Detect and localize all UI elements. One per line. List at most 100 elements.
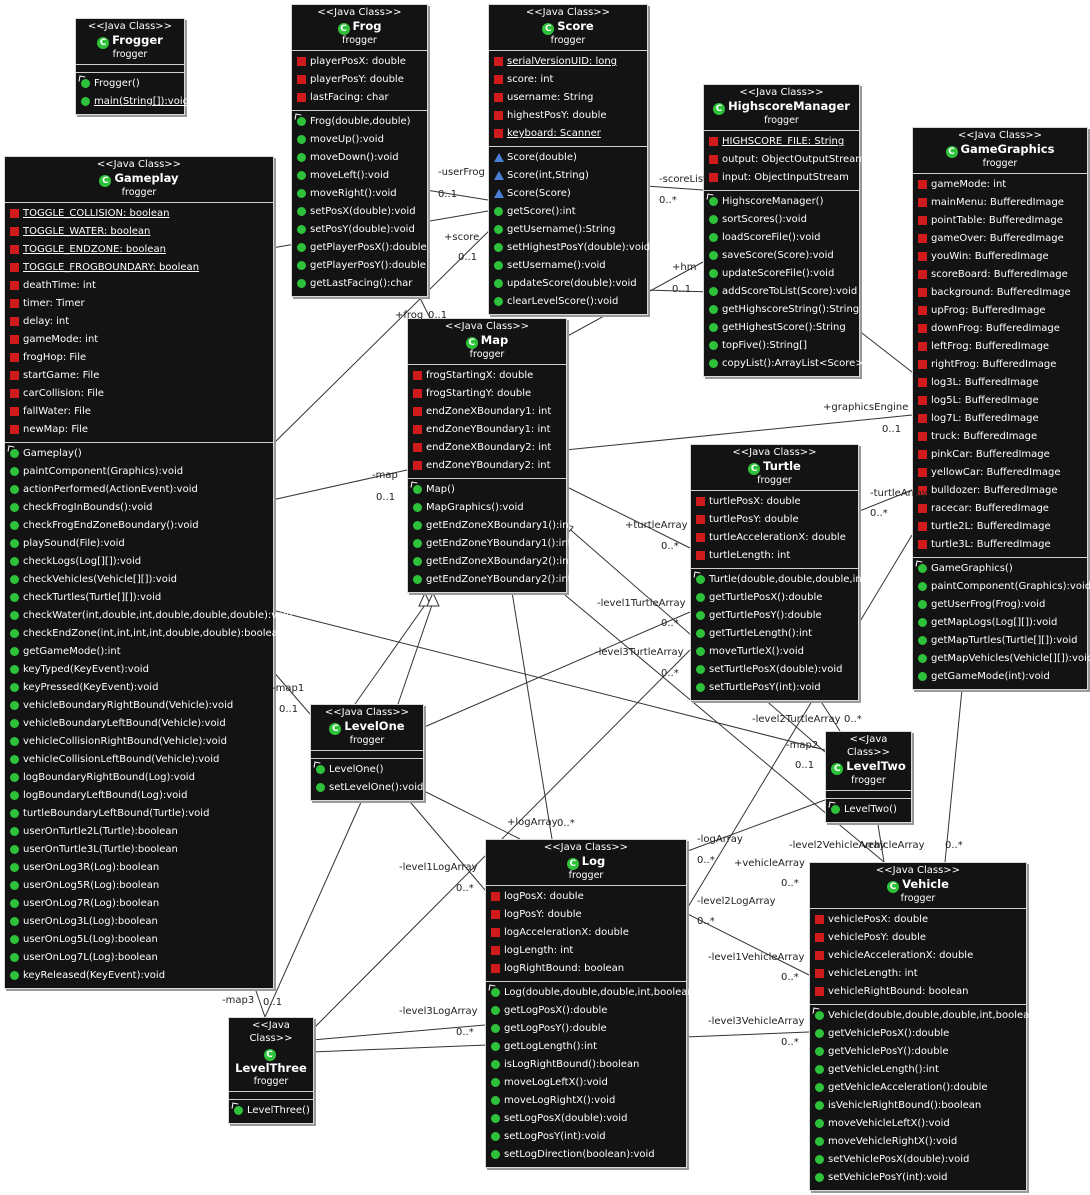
field-text: deathTime: int — [23, 280, 96, 291]
field-text: frogStartingY: double — [426, 388, 532, 399]
field-text: logRightBound: boolean — [504, 963, 625, 974]
method-text: Map() — [426, 484, 455, 495]
edge-label: -map2 — [786, 740, 819, 751]
field-row: vehicleAccelerationX: double — [810, 947, 1026, 965]
field-row: log5L: BufferedImage — [913, 392, 1087, 410]
method-row: vehicleCollisionLeftBound(Vehicle):void — [5, 751, 273, 769]
edge-label: -level2LogArray — [697, 896, 776, 907]
methods-section: Log(double,double,double,int,boolean)get… — [486, 981, 698, 1167]
method-row: Gameplay() — [5, 445, 273, 463]
method-icon — [709, 215, 718, 224]
field-icon — [491, 946, 500, 955]
field-text: endZoneXBoundary1: int — [426, 406, 552, 417]
method-text: Score(Score) — [507, 188, 571, 199]
method-icon — [10, 629, 19, 638]
method-row: getHighestScore():String — [704, 319, 859, 337]
edge-label: 0..1 — [438, 189, 458, 200]
field-icon — [413, 425, 422, 434]
field-icon — [918, 180, 927, 189]
method-text: getEndZoneXBoundary1():int — [426, 520, 573, 531]
field-icon — [413, 407, 422, 416]
field-text: pinkCar: BufferedImage — [931, 449, 1050, 460]
method-text: turtleBoundaryLeftBound(Turtle):void — [23, 808, 210, 819]
method-icon — [316, 783, 325, 792]
method-text: moveTurtleX():void — [709, 646, 805, 657]
field-text: turtlePosY: double — [709, 514, 799, 525]
method-text: getPlayerPosY():double — [310, 260, 426, 271]
method-row: getMapTurtles(Turtle[][]):void — [913, 632, 1087, 650]
method-row: setTurtlePosX(double):void — [691, 661, 858, 679]
field-text: username: String — [507, 92, 594, 103]
field-icon — [494, 129, 503, 138]
method-row: checkFrogEndZoneBoundary():void — [5, 517, 273, 535]
method-icon — [709, 305, 718, 314]
method-row: clearLevelScore():void — [489, 293, 647, 311]
field-row: endZoneXBoundary1: int — [408, 403, 566, 421]
method-text: main(String[]):void — [94, 96, 189, 107]
method-icon — [10, 773, 19, 782]
method-row: Turtle(double,double,double,int) — [691, 571, 870, 589]
class-name-text: LevelOne — [344, 719, 405, 733]
field-text: log5L: BufferedImage — [931, 395, 1039, 406]
edge-label: 0..* — [661, 668, 679, 679]
protected-method-icon — [494, 153, 504, 162]
method-row: getEndZoneXBoundary1():int — [408, 517, 572, 535]
field-row: frogStartingY: double — [408, 385, 566, 403]
method-text: setVehiclePosX(double):void — [828, 1154, 970, 1165]
field-text: score: int — [507, 74, 554, 85]
field-icon — [918, 540, 927, 549]
method-icon — [696, 611, 705, 620]
class-name-text: Score — [557, 19, 594, 33]
method-row: HighscoreManager() — [704, 193, 859, 211]
method-text: getTurtleLength():int — [709, 628, 813, 639]
field-row: endZoneYBoundary2: int — [408, 457, 566, 475]
field-icon — [10, 299, 19, 308]
field-row: mainMenu: BufferedImage — [913, 194, 1087, 212]
method-text: getUserFrog(Frog):void — [931, 599, 1046, 610]
edge-label: 0..* — [661, 541, 679, 552]
field-icon — [709, 155, 718, 164]
method-icon — [10, 683, 19, 692]
field-icon — [696, 515, 705, 524]
method-text: loadScoreFile():void — [722, 232, 821, 243]
field-text: logAccelerationX: double — [504, 927, 629, 938]
class-icon: C — [465, 337, 478, 349]
method-row: getMapVehicles(Vehicle[][]):void — [913, 650, 1090, 668]
method-icon — [494, 207, 503, 216]
method-row: getTurtlePosY():double — [691, 607, 858, 625]
method-row: checkFrogInBounds():void — [5, 499, 273, 517]
field-row: leftFrog: BufferedImage — [913, 338, 1087, 356]
field-icon — [297, 75, 306, 84]
method-row: getPlayerPosY():double — [292, 257, 427, 275]
edge-label: -level3LogArray — [399, 1006, 478, 1017]
method-row: getLastFacing():char — [292, 275, 427, 293]
field-icon — [815, 933, 824, 942]
field-row: logPosY: double — [486, 906, 686, 924]
field-row: lastFacing: char — [292, 89, 427, 107]
field-text: lastFacing: char — [310, 92, 389, 103]
method-icon — [10, 755, 19, 764]
method-icon — [709, 269, 718, 278]
edge-label: 0..* — [659, 195, 677, 206]
method-icon — [696, 629, 705, 638]
